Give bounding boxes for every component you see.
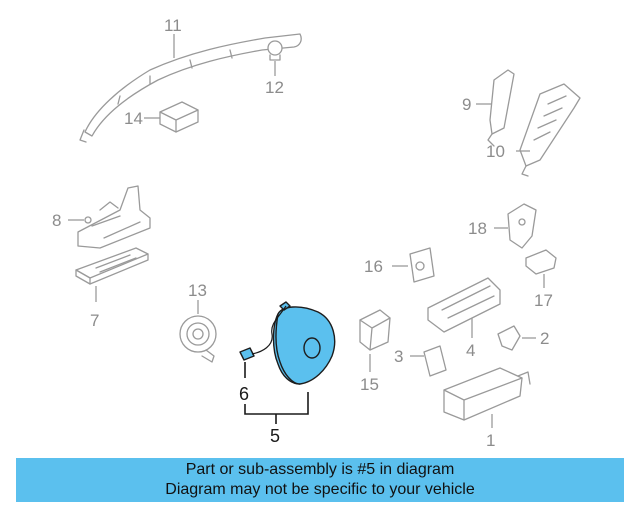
callout-9: 9 [462, 95, 471, 114]
part-bracket-8 [77, 185, 151, 249]
part-side-sensor-3 [423, 345, 447, 377]
callout-4: 4 [466, 341, 475, 360]
callout-16: 16 [364, 257, 383, 276]
part-passenger-airbag [443, 367, 531, 421]
callout-18: 18 [468, 219, 487, 238]
part-curtain-airbag [79, 33, 302, 143]
part-clock-spring [179, 315, 217, 363]
part-side-module [519, 83, 581, 177]
callout-2: 2 [540, 329, 549, 348]
part-front-sensor [359, 309, 391, 351]
callout-17: 17 [534, 291, 553, 310]
callout-6: 6 [239, 384, 249, 404]
callout-10: 10 [486, 142, 505, 161]
part-impact-sensor-17 [525, 249, 557, 275]
callout-7: 7 [90, 311, 99, 330]
callout-11: 11 [164, 16, 182, 35]
banner-line-disclaimer: Diagram may not be specific to your vehi… [165, 481, 475, 498]
parts-diagram: 11 12 14 8 7 13 [52, 16, 581, 450]
callout-15: 15 [360, 375, 379, 394]
part-sensor-12 [267, 40, 283, 61]
callout-12: 12 [265, 78, 284, 97]
callout-1: 1 [486, 431, 495, 450]
part-control-module [159, 101, 199, 133]
part-pillar-sensor [487, 69, 515, 147]
part-knee-airbag [427, 277, 501, 333]
callout-14: 14 [124, 109, 143, 128]
callout-5: 5 [270, 426, 280, 446]
callout-8: 8 [52, 211, 61, 230]
part-small-bracket-2 [497, 325, 521, 351]
callout-3: 3 [394, 347, 403, 366]
callout-13: 13 [188, 281, 207, 300]
banner-line-part: Part or sub-assembly is #5 in diagram [185, 461, 455, 478]
part-mounting-bracket [507, 203, 537, 249]
part-sensor-16 [409, 247, 435, 283]
info-banner: Part or sub-assembly is #5 in diagram Di… [16, 458, 624, 502]
part-sensor-strip [75, 247, 149, 285]
part-driver-airbag-highlighted [239, 301, 336, 385]
